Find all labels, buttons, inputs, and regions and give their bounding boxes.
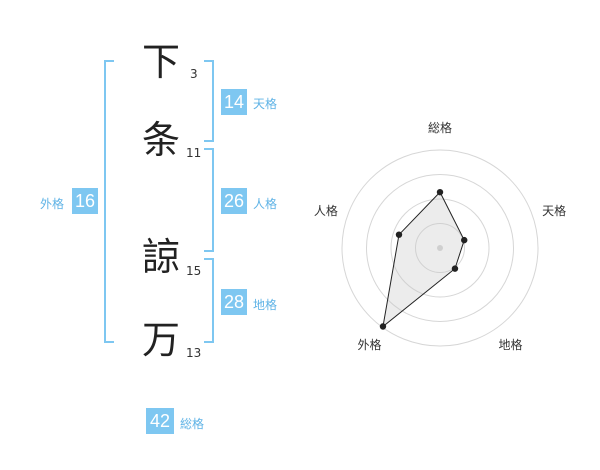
- gaikaku-value: 16: [72, 188, 98, 214]
- radar-polygon: [382, 191, 465, 328]
- radar-axis-label: 人格: [314, 203, 338, 218]
- radar-axis-label: 外格: [357, 337, 381, 352]
- soukaku-label: 総格: [180, 417, 205, 431]
- radar-point: [461, 236, 468, 244]
- radar-point: [379, 323, 387, 330]
- chikaku-value: 28: [221, 289, 247, 315]
- radar-ring: [341, 149, 539, 347]
- radar-ring: [366, 174, 514, 322]
- radar-ring: [390, 198, 490, 298]
- tenkaku-label: 天格: [253, 97, 278, 111]
- gaikaku-label: 外格: [40, 197, 65, 211]
- stroke-count-1: 3: [190, 67, 198, 81]
- jinkaku-value: 26: [221, 188, 247, 214]
- tenkaku-value: 14: [221, 89, 247, 115]
- radar-center-dot: [437, 245, 443, 251]
- soukaku-value: 42: [146, 408, 174, 434]
- stroke-count-4: 13: [186, 346, 202, 360]
- radar-axis-label: 地格: [499, 337, 523, 352]
- name-char-1: 下: [142, 40, 181, 84]
- radar-point: [436, 188, 444, 196]
- chikaku-bracket: [204, 258, 214, 343]
- name-char-4: 万: [142, 318, 181, 362]
- gaikaku-bracket: [104, 60, 114, 343]
- tenkaku-bracket: [204, 60, 214, 142]
- chikaku-label: 地格: [253, 298, 278, 312]
- radar-ring: [415, 223, 465, 273]
- name-char-2: 条: [142, 118, 181, 162]
- radar-point: [395, 231, 403, 238]
- name-char-3: 諒: [142, 235, 181, 279]
- stroke-count-2: 11: [186, 146, 202, 160]
- jinkaku-bracket: [204, 148, 214, 252]
- radar-axis-label: 天格: [542, 203, 566, 218]
- radar-point: [451, 265, 459, 272]
- stroke-count-3: 15: [186, 264, 202, 278]
- radar-axis-label: 総格: [428, 120, 452, 135]
- jinkaku-label: 人格: [253, 197, 278, 211]
